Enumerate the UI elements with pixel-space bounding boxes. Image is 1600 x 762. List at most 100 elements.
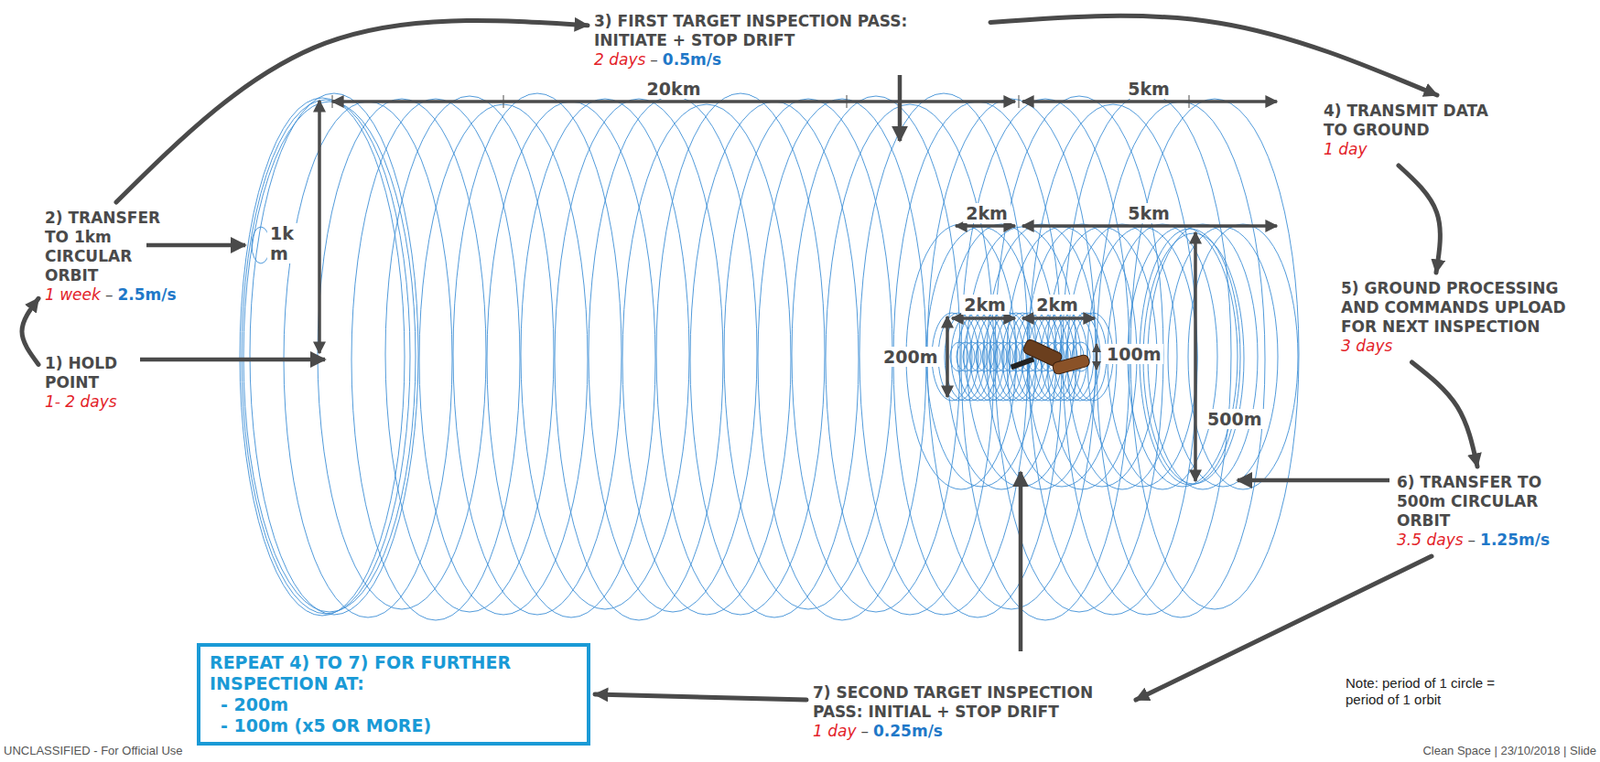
pointer-1km-orbit: [146, 243, 246, 249]
step-label: 2) TRANSFER TO 1km CIRCULAR ORBIT1 week–…: [43, 206, 190, 307]
flow-arrow: [1412, 362, 1479, 467]
step-label: 1) HOLD POINT1- 2 days: [43, 352, 135, 414]
delta-v: 1.25m/s: [1480, 530, 1550, 550]
delta-v: 0.5m/s: [662, 50, 722, 69]
dimension-2km: [951, 316, 1016, 321]
step-heading: 2) TRANSFER TO 1km CIRCULAR ORBIT: [44, 208, 188, 286]
footer-text: Clean Space | 23/10/2018 | Slide: [1422, 744, 1597, 759]
duration: 1- 2 days: [44, 392, 118, 411]
repeat-item: - 100m (x5 OR MORE): [209, 715, 578, 737]
tick: [1189, 95, 1190, 109]
orbit-circle: [317, 98, 487, 610]
duration: 2 days: [594, 50, 646, 69]
flow-arrow: [116, 21, 588, 203]
dimension-2km: [1022, 316, 1095, 321]
footer-text: UNCLASSIFIED - For Official Use: [3, 744, 184, 759]
dimension-5km: [1022, 224, 1277, 228]
duration: 3 days: [1340, 336, 1393, 356]
dimension-label: 20km: [644, 78, 704, 99]
orbit-circle: [249, 93, 419, 616]
orbit-circle: [724, 98, 893, 610]
flow-arrow: [1398, 165, 1440, 273]
orbit-circle: [239, 97, 405, 617]
orbit-circle: [1147, 224, 1258, 490]
step-heading: 6) TRANSFER TO 500m CIRCULAR ORBIT: [1396, 473, 1577, 531]
step-heading: 5) GROUND PROCESSING AND COMMANDS UPLOAD…: [1340, 279, 1580, 337]
tick: [332, 95, 334, 109]
step-cost-line: 1 day: [1323, 140, 1513, 160]
dimension-label: 2km: [962, 203, 1011, 224]
orbit-circle: [453, 93, 622, 616]
orbit-circle: [1087, 227, 1198, 487]
pointer-arrows: [140, 75, 1390, 652]
orbit-circle: [622, 104, 791, 616]
dimension-label: 5km: [1124, 78, 1173, 99]
orbit-circle: [656, 93, 825, 616]
step-label: 6) TRANSFER TO 500m CIRCULAR ORBIT3.5 da…: [1394, 471, 1579, 552]
dimension-100m: [1095, 344, 1099, 370]
orbit-circle: [926, 227, 1037, 487]
dimension-20km: [332, 99, 1016, 104]
flow-arrow: [594, 694, 807, 701]
pointer-hold-point: [140, 357, 325, 363]
duration: 3.5 days: [1396, 530, 1464, 550]
orbit-circle: [966, 227, 1077, 487]
dimension-label: 200m: [880, 346, 941, 368]
dimension-200m: [945, 316, 950, 398]
separator: –: [105, 285, 114, 304]
orbit-circle: [520, 98, 690, 610]
orbit-circle: [241, 99, 411, 615]
repeat-heading: REPEAT 4) TO 7) FOR FURTHER INSPECTION A…: [209, 652, 578, 695]
step-heading: 4) TRANSMIT DATA TO GROUND: [1323, 101, 1513, 141]
repeat-note-box: REPEAT 4) TO 7) FOR FURTHER INSPECTION A…: [196, 643, 591, 746]
note-text: Note: period of 1 circle = period of 1 o…: [1345, 675, 1529, 709]
orbit-circle: [927, 98, 1096, 610]
dimension-label: 500m: [1204, 409, 1265, 430]
pointer-500m-orbit: [1237, 478, 1390, 484]
step-heading: 3) FIRST TARGET INSPECTION PASS: INITIAT…: [594, 11, 984, 51]
flow-arrow: [21, 298, 39, 365]
orbit-circle: [385, 96, 554, 613]
dimension-label: 5km: [1124, 203, 1173, 224]
step-cost-line: 1 week–2.5m/s: [44, 285, 188, 305]
step-label: 3) FIRST TARGET INSPECTION PASS: INITIAT…: [592, 10, 986, 72]
delta-v: 0.25m/s: [873, 722, 943, 741]
step-cost-line: 3 days: [1340, 336, 1580, 357]
dimension-500m: [1193, 232, 1198, 482]
dimension-5km: [1022, 99, 1277, 104]
step-heading: 7) SECOND TARGET INSPECTION PASS: INITIA…: [812, 683, 1130, 723]
flow-arrow: [990, 15, 1438, 96]
duration: 1 week: [44, 285, 101, 304]
step-cost-line: 1 day–0.25m/s: [812, 722, 1130, 742]
orbit-circle: [791, 96, 961, 613]
orbit-circle: [588, 96, 757, 613]
step-cost-line: 1- 2 days: [44, 392, 133, 412]
dimension-2km: [955, 224, 1016, 228]
orbit-circle: [986, 224, 1097, 490]
repeat-item: - 200m: [209, 694, 578, 716]
pointer-second-pass: [1018, 472, 1024, 652]
dimension-label: 2km: [961, 294, 1009, 315]
orbit-circle: [1062, 93, 1232, 616]
orbit-circle: [486, 101, 656, 618]
target-debris: [1010, 338, 1091, 376]
step-label: 4) TRANSMIT DATA TO GROUND1 day: [1321, 99, 1514, 162]
step-cost-line: 2 days–0.5m/s: [594, 50, 984, 70]
separator: –: [1468, 530, 1477, 550]
dimension-label: 1k m: [267, 223, 301, 264]
step-cost-line: 3.5 days–1.25m/s: [1396, 530, 1577, 551]
duration: 1 day: [1323, 140, 1368, 159]
tick: [846, 95, 848, 109]
dimension-1km: [317, 100, 322, 354]
orbit-circle: [1096, 101, 1265, 618]
orbit-circle: [419, 104, 588, 616]
dimension-lines: [319, 95, 1277, 482]
orbit-circle: [825, 104, 995, 616]
dimension-label: 100m: [1103, 344, 1164, 365]
relative-orbit-helix: [239, 93, 1299, 621]
dimension-label: 2km: [1033, 294, 1082, 315]
separator: –: [649, 50, 659, 69]
delta-v: 2.5m/s: [117, 285, 176, 304]
